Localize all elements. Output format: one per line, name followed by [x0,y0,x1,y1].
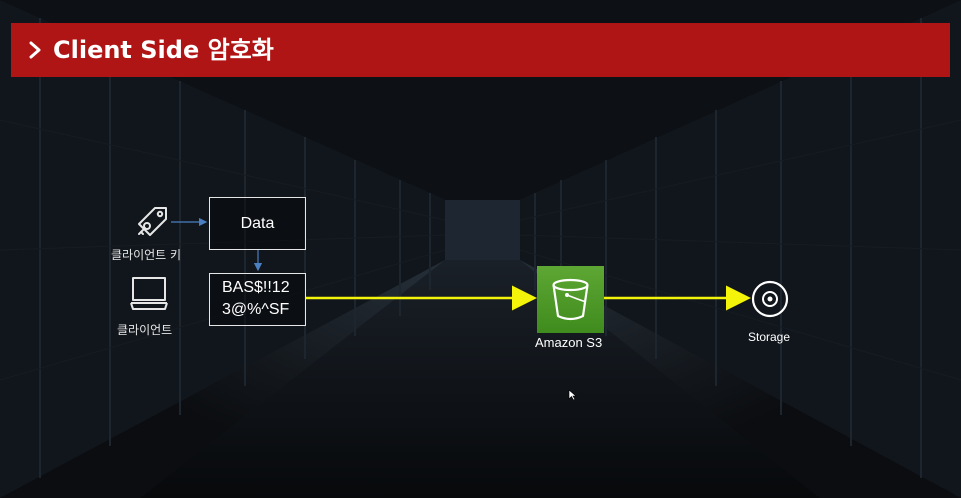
slide-title: Client Side 암호화 [53,36,274,64]
data-box: Data [209,197,306,250]
encrypted-data-box: BAS$!!12 3@%^SF [209,273,306,326]
key-tag-icon [138,207,167,236]
storage-disk-icon [751,280,789,318]
encrypted-line-2: 3@%^SF [222,301,290,318]
s3-bucket-icon [552,278,589,321]
encrypted-line-1: BAS$!!12 [222,279,290,296]
chevron-right-icon [29,41,41,59]
storage-label: Storage [748,330,791,344]
mouse-cursor-icon [568,389,577,401]
s3-label: Amazon S3 [535,335,603,350]
computer-monitor-icon [130,277,168,310]
slide-title-bar: Client Side 암호화 [11,23,950,77]
amazon-s3-tile [537,266,604,333]
data-box-label: Data [240,214,275,232]
client-label: 클라이언트 [117,323,173,337]
client-key-label: 클라이언트 키 [111,248,182,262]
